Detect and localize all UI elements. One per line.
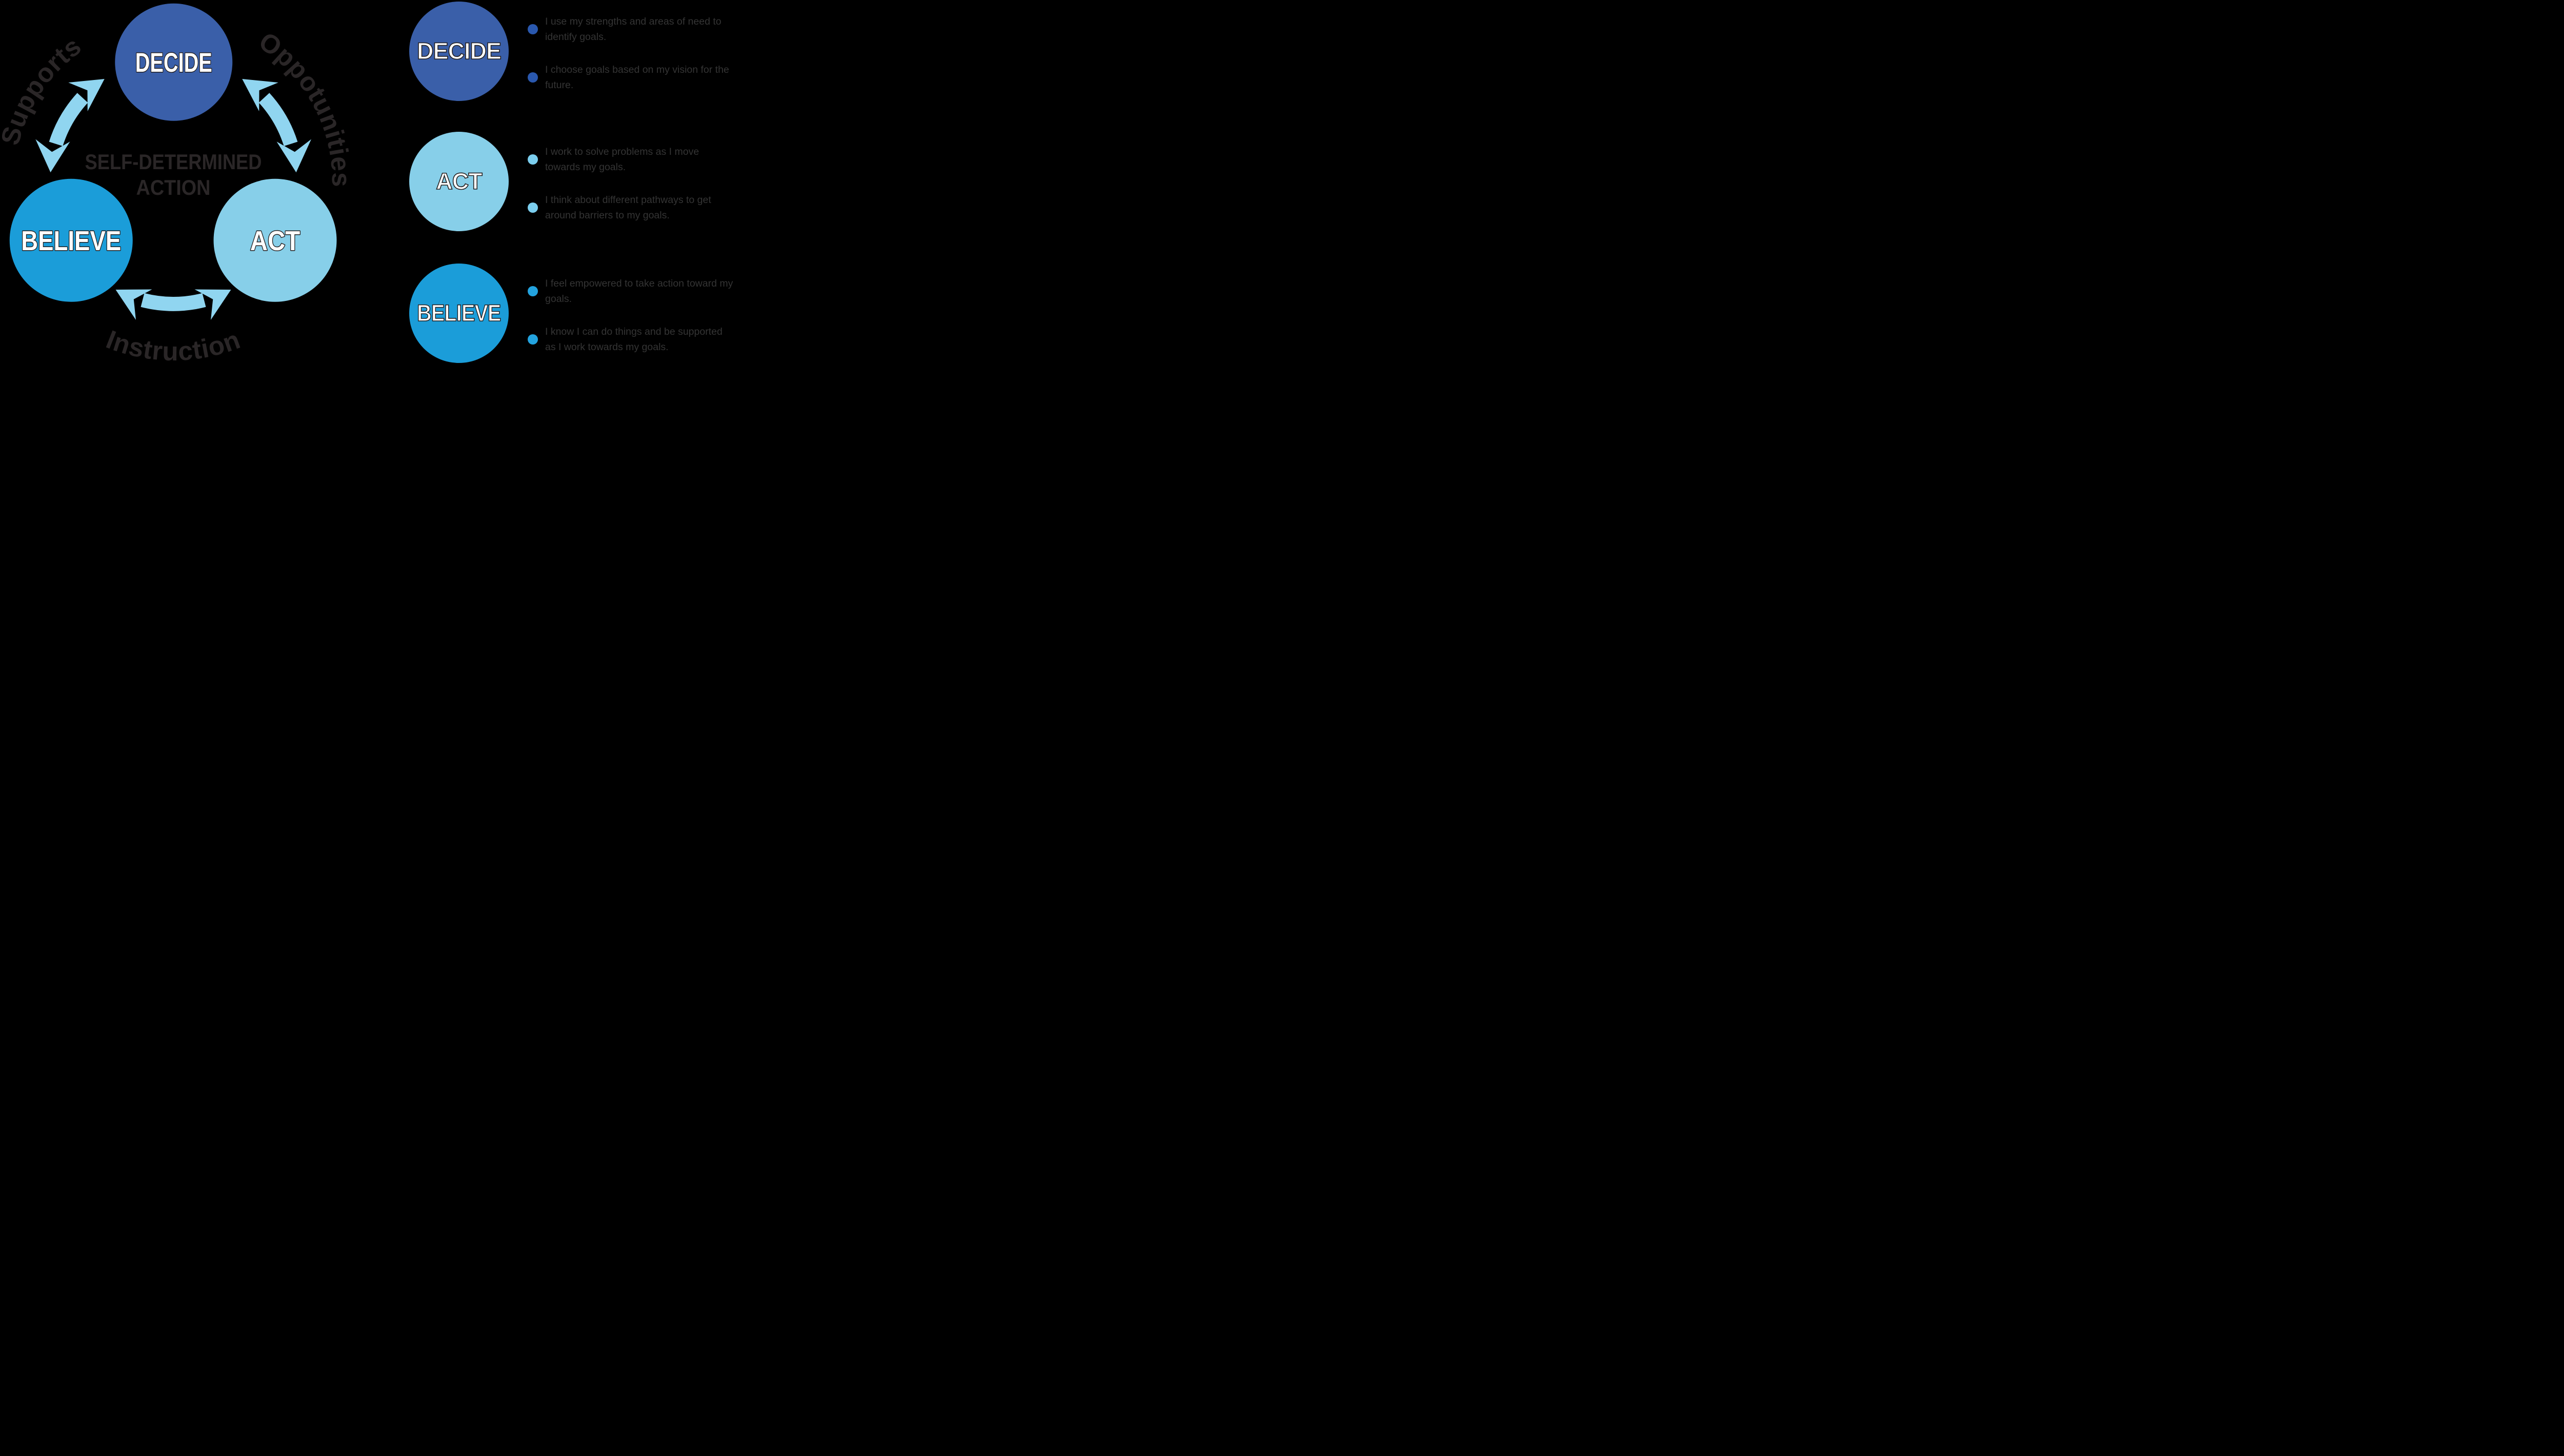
bullet-text: I think about different pathways to get … xyxy=(545,194,711,221)
list-item: I work to solve problems as I move towar… xyxy=(528,144,769,175)
list-item: I feel empowered to take action toward m… xyxy=(528,276,769,307)
curved-label-instruction: Instruction xyxy=(103,325,245,364)
bullet-dot-icon xyxy=(528,203,538,213)
legend-circle-believe: BELIEVE xyxy=(409,264,509,363)
arrowhead-to-act xyxy=(194,289,231,320)
self-determined-action-infographic: DECIDE BELIEVE ACT SELF-DETERMINED ACTIO… xyxy=(0,0,774,364)
arrowhead-to-decide xyxy=(242,79,278,111)
bullet-text: I use my strengths and areas of need to … xyxy=(545,16,722,43)
decide-node-circle xyxy=(115,3,233,121)
believe-node-circle xyxy=(9,178,133,302)
legend-label-act: ACT xyxy=(435,168,483,195)
bullet-dot-icon xyxy=(528,72,538,83)
list-item: I use my strengths and areas of need to … xyxy=(528,14,769,45)
bullet-dot-icon xyxy=(528,154,538,165)
arrow-shaft xyxy=(258,93,298,147)
arrow-decide-believe xyxy=(35,79,105,173)
curved-label-supports: Supports xyxy=(0,31,87,148)
bullet-text: I know I can do things and be supported … xyxy=(545,326,723,353)
bullet-dot-icon xyxy=(528,286,538,296)
legend-bullets-act: I work to solve problems as I move towar… xyxy=(528,144,769,240)
arrowhead-to-believe xyxy=(35,139,70,173)
list-item: I know I can do things and be supported … xyxy=(528,324,769,355)
arrow-decide-act xyxy=(242,79,311,173)
legend-label-believe: BELIEVE xyxy=(417,299,502,327)
decide-node-label: DECIDE xyxy=(135,48,212,78)
bullet-text: I work to solve problems as I move towar… xyxy=(545,146,699,173)
bullet-text: I feel empowered to take action toward m… xyxy=(545,278,733,305)
legend-bullets-believe: I feel empowered to take action toward m… xyxy=(528,276,769,364)
bullet-text: I choose goals based on my vision for th… xyxy=(545,64,729,91)
bullet-dot-icon xyxy=(528,24,538,34)
arrow-shaft xyxy=(141,293,206,311)
legend-circle-act: ACT xyxy=(409,132,509,231)
list-item: I think about different pathways to get … xyxy=(528,192,769,223)
cycle-diagram: DECIDE BELIEVE ACT SELF-DETERMINED ACTIO… xyxy=(0,3,355,364)
bullet-dot-icon xyxy=(528,334,538,345)
arrowhead-to-decide xyxy=(68,79,105,111)
believe-node-label: BELIEVE xyxy=(21,226,121,256)
legend-label-decide: DECIDE xyxy=(416,37,502,65)
legend-bullets-decide: I use my strengths and areas of need to … xyxy=(528,14,769,110)
arrowhead-to-act xyxy=(276,139,311,173)
act-node-circle xyxy=(213,178,337,302)
act-node-label: ACT xyxy=(250,226,301,256)
center-title-line2: ACTION xyxy=(136,176,211,199)
legend-circle-decide: DECIDE xyxy=(409,2,509,101)
arrowhead-to-believe xyxy=(115,289,152,320)
arrow-shaft xyxy=(49,93,88,147)
center-title-line1: SELF-DETERMINED xyxy=(85,150,262,174)
list-item: I choose goals based on my vision for th… xyxy=(528,62,769,93)
arrow-believe-act xyxy=(115,289,231,320)
